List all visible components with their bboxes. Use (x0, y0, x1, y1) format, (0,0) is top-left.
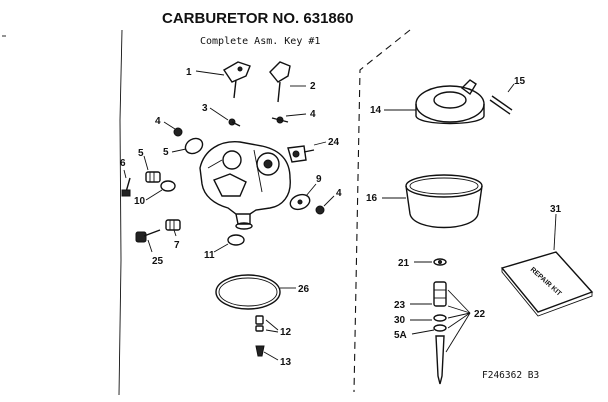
part-choke-plate-9 (289, 193, 311, 211)
part-idle-screw-24 (135, 229, 161, 243)
part-washer-21 (433, 258, 447, 266)
part-bowl-ring-14 (415, 79, 485, 125)
callout-4-left: 4 (155, 116, 161, 127)
repair-kit-label: REPAIR KIT (529, 266, 563, 298)
callout-11: 11 (204, 250, 215, 261)
left-border-line (118, 29, 123, 396)
part-pin-15 (489, 95, 513, 115)
part-spring-5-lower (165, 219, 181, 231)
callout-23: 23 (394, 300, 406, 311)
callout-15: 15 (514, 76, 526, 87)
callout-13: 13 (280, 357, 292, 368)
part-spring-5-upper (145, 171, 161, 183)
callout-22: 22 (474, 309, 486, 320)
part-gasket-25 (215, 274, 281, 310)
leader-24 (147, 239, 153, 253)
leader-5b (173, 229, 177, 237)
leader-8 (285, 113, 307, 117)
callout-30: 30 (394, 315, 406, 326)
callout-16: 16 (366, 193, 378, 204)
leader-5a (143, 155, 149, 171)
leader-31 (553, 213, 557, 251)
leader-10 (145, 189, 163, 201)
diagram-title: CARBURETOR NO. 631860 (162, 10, 353, 27)
callout-8: 4 (310, 109, 316, 120)
part-choke-shaft (269, 61, 291, 103)
part-screw-8 (271, 116, 289, 124)
callout-10: 10 (134, 196, 146, 207)
callout-7: 2 (310, 81, 316, 92)
leader-26 (313, 141, 327, 146)
part-float-bowl-16 (405, 174, 483, 229)
part-repair-kit-31: REPAIR KIT (500, 251, 594, 317)
leader-1 (195, 70, 225, 76)
callout-21: 21 (398, 258, 410, 269)
callout-12: 12 (280, 327, 292, 338)
leaders-22 (445, 289, 471, 353)
part-welch-plug-10 (160, 180, 176, 192)
callout-4-right: 4 (336, 188, 342, 199)
leader-11 (213, 243, 229, 253)
part-throttle-plate-3 (184, 137, 204, 155)
part-screw-4-right (315, 205, 325, 215)
leader-15 (507, 83, 515, 93)
callout-5-upper: 5 (138, 148, 144, 159)
callout-2: 3 (202, 103, 208, 114)
leader-4a (163, 121, 176, 130)
leader-12a (265, 319, 279, 331)
part-throttle-lever (223, 61, 251, 99)
diagram-code: F246362 B3 (482, 370, 539, 381)
part-fitting-26 (287, 145, 315, 163)
part-screw-4-left (173, 127, 183, 137)
leader-2 (209, 107, 229, 121)
leader-6 (123, 169, 127, 179)
leader-3 (171, 148, 187, 153)
leader-13 (263, 351, 279, 361)
part-screw-2 (228, 118, 241, 127)
part-needle-13 (255, 345, 265, 357)
part-plug-11 (227, 234, 245, 246)
callout-5A: 5A (394, 330, 407, 341)
callout-3: 5 (163, 147, 169, 158)
callout-14: 14 (370, 105, 382, 116)
callout-6: 6 (120, 158, 126, 169)
part-seat-12 (255, 315, 264, 332)
callout-26: 24 (328, 137, 340, 148)
part-screw-6 (121, 177, 131, 197)
leader-12b (265, 329, 279, 333)
callout-31: 31 (550, 204, 562, 215)
callout-9: 9 (316, 174, 322, 185)
callout-1: 1 (186, 67, 192, 78)
leader-4b (323, 195, 335, 207)
callout-5-lower: 7 (174, 240, 180, 251)
part-carburetor-body (199, 141, 291, 230)
callout-24: 25 (152, 256, 164, 267)
leader-5A (411, 329, 435, 335)
part-bowl-screw-stack (433, 281, 447, 385)
diagram-subtitle: Complete Asm. Key #1 (200, 36, 320, 47)
assembly-boundary-dashed (353, 29, 411, 393)
leader-9 (305, 183, 317, 197)
callout-25: 26 (298, 284, 310, 295)
